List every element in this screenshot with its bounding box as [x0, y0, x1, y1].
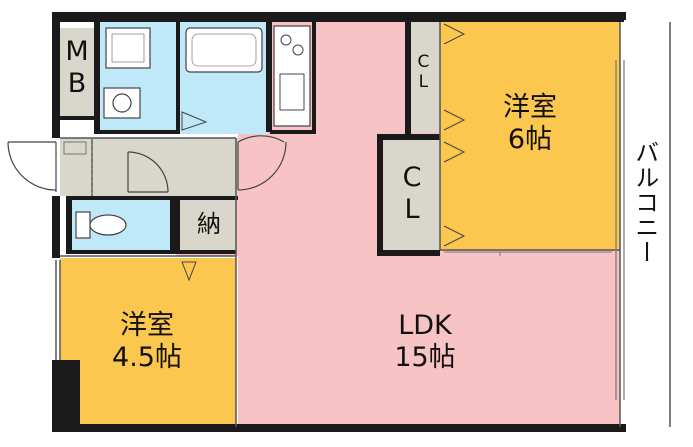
closet-large-line1: C [402, 162, 422, 193]
sliding-door-6 [444, 251, 612, 256]
western-6-label: 洋室 6帖 [460, 92, 600, 157]
closet-door-marks [443, 23, 466, 247]
stove-burner-icon [292, 44, 304, 56]
western-6-size: 6帖 [507, 124, 553, 156]
partitions [55, 22, 671, 427]
washer-pan [105, 27, 151, 69]
mb-label-line2: B [67, 68, 87, 100]
sink-icon [279, 73, 305, 111]
mb-label: M B [62, 36, 92, 101]
washer-pan-inner [111, 33, 145, 63]
hall-door [237, 135, 287, 191]
bathtub-icon [185, 27, 263, 73]
mb-label-line1: M [65, 36, 89, 67]
western-45-size: 4.5帖 [112, 342, 182, 374]
walls [52, 12, 626, 432]
western-room-45-floor [60, 258, 236, 427]
closet-large-label: C L [386, 162, 438, 227]
western-room-6-floor [440, 22, 620, 250]
mb-floor [60, 28, 94, 116]
ldk-size: 15帖 [394, 342, 456, 374]
toilet-tank [75, 211, 91, 239]
bath-door [181, 111, 208, 131]
closet-small-floor [410, 22, 440, 132]
stove-burner-icon [280, 34, 292, 46]
western-6-name: 洋室 [503, 92, 557, 123]
kitchen-counter [273, 25, 311, 127]
room45-door [181, 261, 197, 282]
entrance-door [7, 141, 57, 192]
closet-small-label: CL [413, 52, 434, 92]
basin-icon [112, 93, 132, 113]
closet-large-line2: L [404, 194, 420, 226]
entrance-hall-floor [60, 138, 238, 196]
storage-label: 納 [197, 210, 221, 238]
washroom-door [127, 151, 169, 193]
balcony-label: バルコニー [630, 140, 659, 265]
balcony-floor [622, 22, 672, 427]
storage-floor [180, 200, 236, 250]
ldk-name: LDK [398, 310, 452, 341]
western-45-label: 洋室 4.5帖 [82, 310, 212, 375]
western-45-name: 洋室 [120, 310, 174, 341]
shoe-box [63, 141, 87, 155]
balcony-window [615, 60, 625, 400]
ldk-label: LDK 15帖 [350, 310, 500, 375]
bathtub-inner [191, 33, 257, 67]
closet-large-floor [384, 138, 440, 250]
toilet-icon [89, 214, 127, 236]
